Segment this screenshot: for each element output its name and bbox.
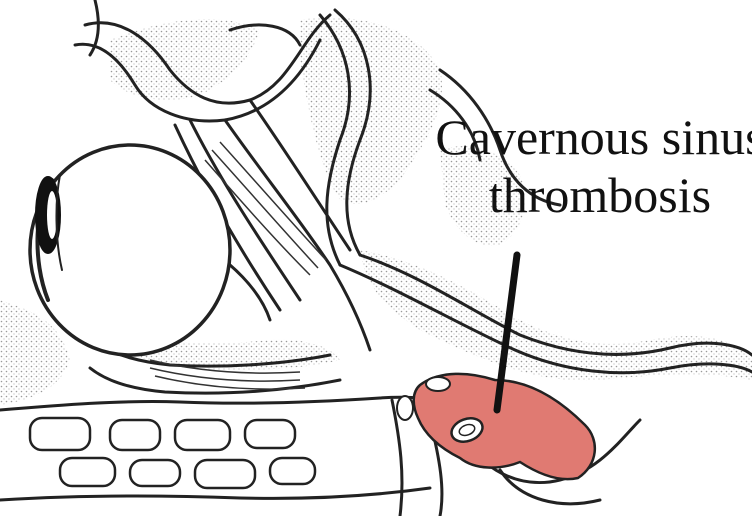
diagnosis-label-line2: thrombosis (430, 166, 752, 224)
diagnosis-label: Cavernous sinus thrombosis (430, 108, 752, 224)
air-cells (30, 418, 315, 488)
diagnosis-label-line1: Cavernous sinus (430, 108, 752, 166)
eyeball (30, 145, 230, 355)
thrombus-region (397, 374, 595, 479)
